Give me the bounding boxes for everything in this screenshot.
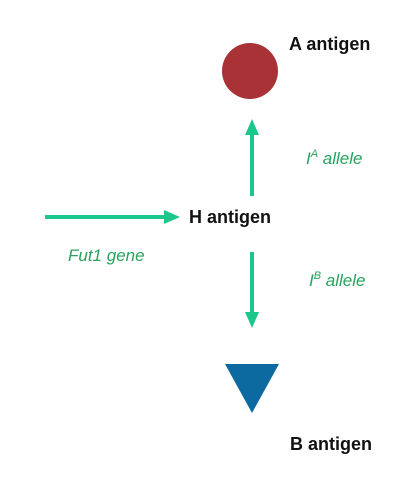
b-antigen-triangle [225, 364, 279, 413]
h-antigen-label: H antigen [189, 207, 272, 227]
ia-allele-base: I [306, 149, 311, 168]
ib-allele-base: I [309, 271, 314, 290]
h-to-a-arrow [245, 119, 259, 196]
ib-allele-text: allele [321, 271, 366, 290]
a-antigen-label: A antigen [289, 34, 371, 54]
a-antigen-circle [222, 43, 278, 99]
b-antigen-label: B antigen [290, 434, 373, 454]
ia-allele-label: IA allele [306, 148, 363, 168]
ia-allele-text: allele [318, 149, 363, 168]
ia-allele-superscript: A [310, 148, 319, 160]
fut1-gene-label: Fut1 gene [68, 246, 145, 265]
ib-allele-superscript: B [313, 270, 322, 282]
h-to-b-arrow [245, 252, 259, 328]
fut1-to-h-arrow [45, 210, 180, 224]
ib-allele-label: IB allele [309, 270, 366, 290]
